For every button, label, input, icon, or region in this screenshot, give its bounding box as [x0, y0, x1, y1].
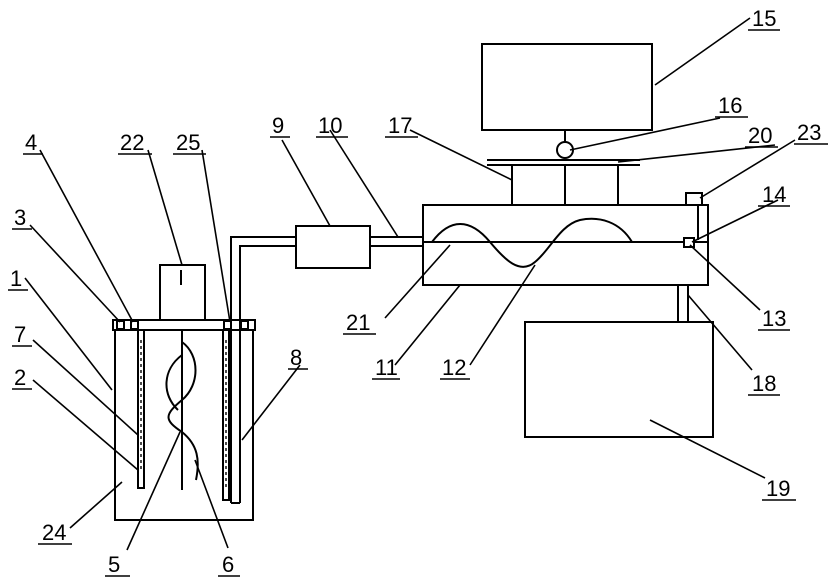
valve-23: [685, 192, 703, 206]
leader-17: [409, 129, 513, 181]
sensor-14: [683, 237, 695, 248]
fitting-4: [130, 320, 139, 330]
leader-15: [654, 17, 751, 86]
leader-22: [147, 149, 183, 266]
label-12: 12: [442, 355, 466, 380]
leader-3: [29, 224, 121, 323]
housing-11: [422, 204, 709, 286]
label-21: 21: [346, 310, 370, 335]
label-22: 22: [120, 130, 144, 155]
label-20: 20: [748, 123, 772, 148]
pipe-8-inner: [239, 245, 296, 503]
motor-22: [159, 264, 206, 321]
label-2: 2: [14, 365, 26, 390]
label-3: 3: [14, 205, 26, 230]
leader-1: [24, 277, 113, 391]
leader-13: [689, 244, 761, 311]
fitting-3: [116, 320, 125, 330]
label-11: 11: [375, 355, 398, 380]
pipe-8-outer: [230, 236, 296, 503]
leader-20: [617, 144, 776, 163]
leader-2: [32, 379, 139, 471]
label-25: 25: [176, 130, 200, 155]
leader-18: [687, 294, 753, 371]
leader-14: [691, 199, 779, 243]
leader-25: [201, 149, 231, 323]
fitting-25: [223, 320, 232, 330]
label-8: 8: [290, 345, 302, 370]
screw-12: [431, 217, 633, 268]
leader-6: [194, 459, 229, 549]
leader-16: [569, 117, 721, 151]
stirring-blade-6: [167, 341, 199, 481]
collection-box-19: [524, 321, 714, 438]
leader-9: [281, 139, 331, 227]
leader-12: [469, 264, 536, 366]
labels: 1 2 3 4 5 6 7 8 9 10 11 12 13 14 15 16 1…: [8, 6, 828, 577]
label-9: 9: [272, 113, 284, 138]
label-19: 19: [766, 476, 790, 501]
leader-10: [329, 129, 399, 238]
leader-7: [32, 339, 139, 436]
leader-23: [699, 139, 796, 199]
label-14: 14: [762, 182, 786, 207]
leader-19: [649, 419, 766, 479]
conveyor-assembly: [422, 43, 714, 438]
label-6: 6: [222, 552, 234, 577]
motor-15: [481, 43, 653, 131]
stirring-blade-6b: [165, 354, 183, 411]
fitting-25b: [240, 320, 249, 330]
filter-9: [295, 225, 371, 269]
tank-body: [114, 319, 254, 521]
label-17: 17: [388, 113, 412, 138]
leader-4: [39, 149, 134, 323]
label-1: 1: [10, 266, 22, 291]
tank-assembly: [112, 236, 296, 521]
leader-8: [241, 364, 301, 441]
label-24: 24: [42, 520, 66, 545]
label-16: 16: [718, 93, 742, 118]
label-23: 23: [797, 120, 821, 145]
leader-lines: [24, 17, 796, 551]
leader-11: [394, 284, 461, 366]
label-10: 10: [318, 113, 342, 138]
leader-5: [126, 431, 181, 551]
leader-24: [69, 481, 123, 529]
label-7: 7: [14, 322, 26, 347]
label-5: 5: [108, 552, 120, 577]
label-4: 4: [25, 130, 37, 155]
label-13: 13: [762, 306, 786, 331]
label-18: 18: [752, 371, 776, 396]
label-15: 15: [752, 6, 776, 31]
leader-21: [384, 244, 451, 319]
